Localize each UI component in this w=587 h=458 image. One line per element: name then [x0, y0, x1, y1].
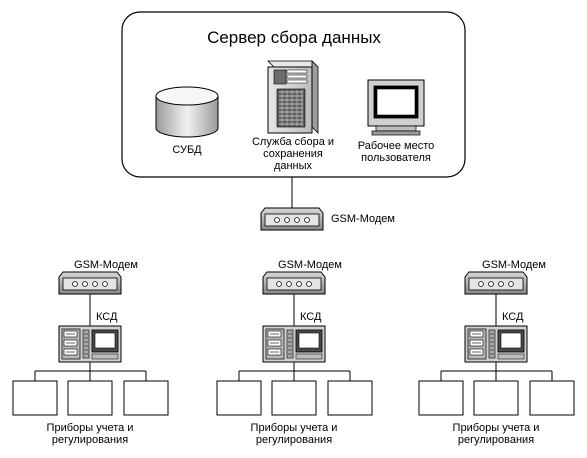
workstation-label: Рабочее место пользователя	[357, 140, 435, 164]
monitor-icon	[367, 79, 425, 136]
meter-device-icon	[271, 380, 317, 416]
site-1	[12, 271, 169, 416]
central-modem-label: GSM-Модем	[331, 213, 395, 225]
site-2	[216, 271, 373, 416]
site-1-controller-label: КСД	[96, 311, 118, 323]
meter-device-icon	[473, 380, 519, 416]
modem-icon	[58, 271, 122, 295]
meter-device-icon	[216, 380, 262, 416]
site-2-controller-label: КСД	[300, 311, 322, 323]
site-1-modem-label: GSM-Модем	[74, 259, 138, 271]
modem-icon	[260, 207, 324, 231]
meter-device-icon	[67, 380, 113, 416]
modem-icon	[464, 271, 528, 295]
site-1-devices-label: Приборы учета и регулирования	[46, 422, 134, 446]
controller-terminal-icon	[262, 325, 326, 363]
meter-device-icon	[123, 380, 169, 416]
site-3-devices-label: Приборы учета и регулирования	[452, 422, 540, 446]
site-3-controller-label: КСД	[502, 311, 524, 323]
dbms-label: СУБД	[172, 144, 202, 156]
meter-device-icon	[529, 380, 575, 416]
service-label: Служба сбора и сохранения данных	[251, 136, 335, 172]
meter-device-icon	[418, 380, 464, 416]
server-tower-icon	[267, 60, 319, 134]
controller-terminal-icon	[58, 325, 122, 363]
site-2-devices-label: Приборы учета и регулирования	[250, 422, 338, 446]
site-2-modem-label: GSM-Модем	[278, 259, 342, 271]
meter-device-icon	[12, 380, 58, 416]
controller-terminal-icon	[464, 325, 528, 363]
database-cylinder-icon	[155, 86, 219, 138]
site-3	[418, 271, 575, 416]
site-3-modem-label: GSM-Модем	[482, 259, 546, 271]
server-title: Сервер сбора данных	[207, 28, 381, 47]
meter-device-icon	[327, 380, 373, 416]
modem-icon	[262, 271, 326, 295]
